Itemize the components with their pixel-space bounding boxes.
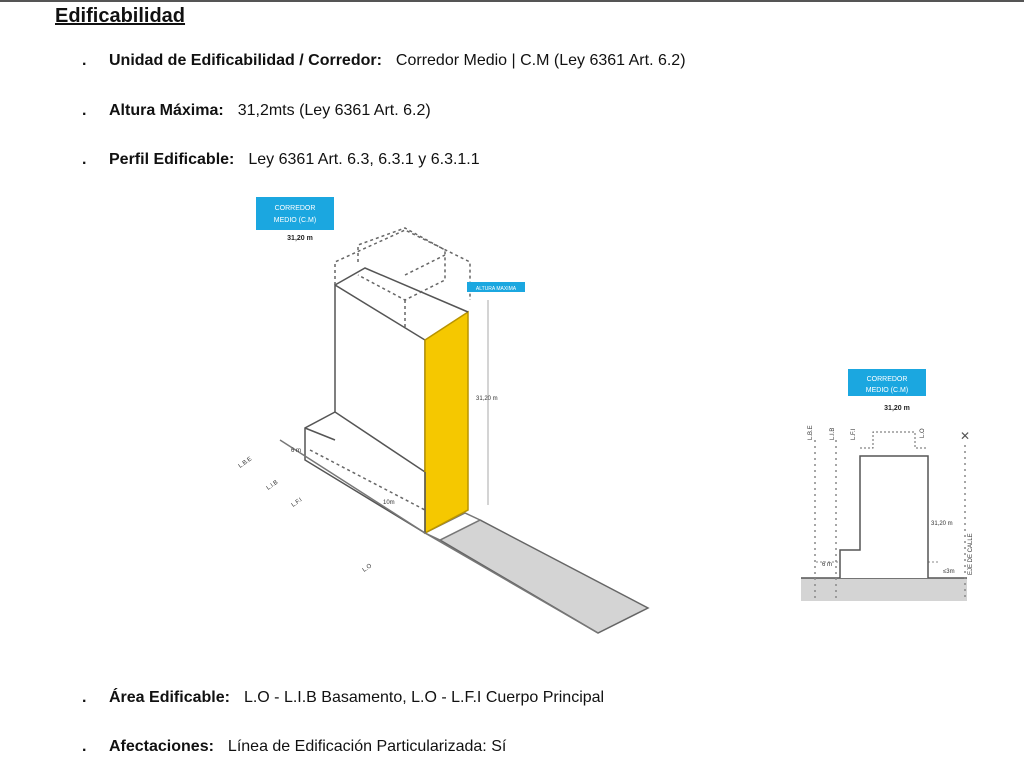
iso-line-lfi: L.F.I xyxy=(291,497,304,509)
section-tag-line1: CORREDOR xyxy=(867,376,908,383)
item-area: .Área Edificable:L.O - L.I.B Basamento, … xyxy=(82,689,605,706)
item-perfil: .Perfil Edificable:Ley 6361 Art. 6.3, 6.… xyxy=(82,151,480,168)
iso-tag-corredor: CORREDOR MEDIO (C.M) 31,20 m xyxy=(256,197,334,242)
section-line-lfi: L.F.I xyxy=(851,428,857,440)
item-afectaciones: .Afectaciones:Línea de Edificación Parti… xyxy=(82,738,507,755)
iso-height-dim: 31,20 m xyxy=(476,396,498,402)
section-line-lbe: L.B.E xyxy=(808,425,814,440)
iso-line-lo: L.O xyxy=(362,563,374,574)
section-line-lib: L.I.B xyxy=(830,428,836,440)
isometric-diagram xyxy=(279,227,650,634)
iso-tag-altura: ALTURA MAXIMA xyxy=(467,282,525,292)
section-line-lo: L.O xyxy=(920,428,926,438)
section-tag-line2: MEDIO (C.M) xyxy=(866,387,908,394)
iso-line-lbe: L.B.E xyxy=(238,456,253,469)
svg-text:MEDIO (C.M): MEDIO (C.M) xyxy=(274,217,316,224)
svg-text:ALTURA MAXIMA: ALTURA MAXIMA xyxy=(476,286,517,292)
section-diagram: CORREDOR MEDIO (C.M) 31,20 m L.B.E L.I.B… xyxy=(801,369,974,601)
section-title: Edificabilidad xyxy=(55,5,186,27)
street-axis-icon: ✕ xyxy=(960,429,970,443)
svg-text:31,20 m: 31,20 m xyxy=(287,235,313,242)
section-base-dim: 6 m xyxy=(822,562,832,568)
section-height-dim: 31,20 m xyxy=(931,521,953,527)
iso-base-dim: 6 m xyxy=(291,448,301,454)
item-unidad: .Unidad de Edificabilidad / Corredor:Cor… xyxy=(82,52,686,69)
top-border xyxy=(0,0,1024,2)
section-tag-height: 31,20 m xyxy=(884,405,910,412)
section-axis-label: EJE DE CALLE xyxy=(968,533,974,575)
iso-line-lib: L.I.B xyxy=(266,480,280,492)
max-height-face xyxy=(424,310,469,535)
svg-text:CORREDOR: CORREDOR xyxy=(275,205,316,212)
section-setback-dim: ≤3m xyxy=(943,569,955,575)
iso-depth-dim: 10m xyxy=(383,500,395,506)
item-altura: .Altura Máxima:31,2mts (Ley 6361 Art. 6.… xyxy=(82,102,431,119)
